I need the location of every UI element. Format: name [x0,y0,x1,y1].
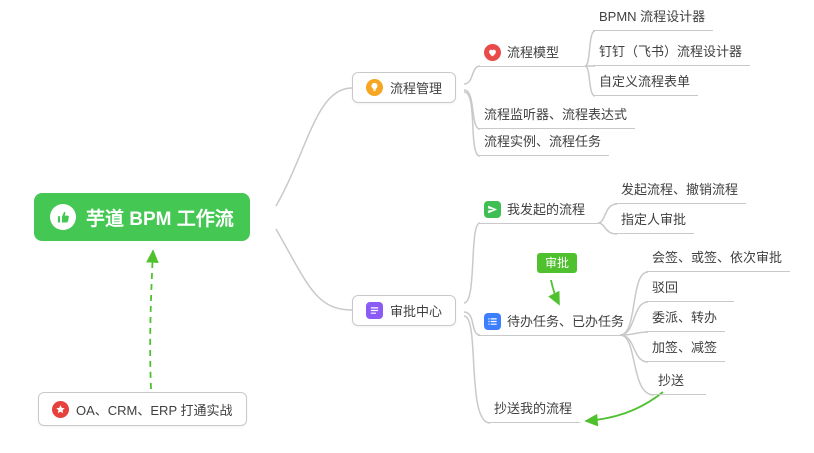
branch-process-management[interactable]: 流程管理 [352,72,457,103]
node-bpmn-designer[interactable]: BPMN 流程设计器 [593,7,714,31]
node-add-reduce-sign[interactable]: 加签、减签 [646,338,726,362]
node-reject[interactable]: 驳回 [646,278,734,302]
arrow-cc-to-cc-my-process [584,391,664,427]
connector-pm-model [463,65,481,85]
node-countersign[interactable]: 会签、或签、依次审批 [646,248,791,272]
node-label: 加签、减签 [652,340,718,355]
node-initiate-cancel[interactable]: 发起流程、撤销流程 [615,180,747,204]
approval-relationship-badge[interactable]: 审批 [537,253,578,273]
node-label: 抄送 [658,373,685,388]
node-label: 会签、或签、依次审批 [652,250,783,265]
node-label: 发起流程、撤销流程 [621,182,739,197]
node-label: 流程模型 [507,44,560,60]
node-delegate-transfer[interactable]: 委派、转办 [646,308,726,332]
node-todo-done-tasks[interactable]: 待办任务、已办任务 [478,311,624,336]
connector-tasks-addsign [619,334,649,363]
star-icon [52,400,69,418]
arrow-note-to-root [146,249,159,390]
branch-label: 审批中心 [390,304,443,319]
clipboard-icon [366,302,383,319]
node-process-model[interactable]: 流程模型 [478,42,585,67]
node-label: BPMN 流程设计器 [599,9,706,24]
node-label: 流程监听器、流程表达式 [484,107,628,122]
send-icon [484,201,501,218]
node-instance-task[interactable]: 流程实例、流程任务 [478,132,610,156]
node-label: 驳回 [652,280,679,295]
branch-label: 流程管理 [390,81,443,96]
thumbs-up-icon [50,204,76,230]
root-label: 芋道 BPM 工作流 [86,208,234,230]
node-label: 委派、转办 [652,310,718,325]
heart-icon [484,44,501,61]
node-my-initiated[interactable]: 我发起的流程 [478,199,598,224]
node-label: 钉钉（飞书）流程设计器 [599,44,743,59]
badge-label: 审批 [545,256,570,270]
note-label: OA、CRM、ERP 打通实战 [76,402,233,418]
connector-root-process-management [275,87,353,207]
connector-root-approval-center [275,228,353,311]
checklist-icon [484,313,501,330]
node-assignee-approval[interactable]: 指定人审批 [615,210,695,234]
branch-approval-center[interactable]: 审批中心 [352,295,457,326]
node-custom-form[interactable]: 自定义流程表单 [593,72,699,96]
node-cc-my-process[interactable]: 抄送我的流程 [488,399,581,423]
connector-tasks-reject [619,301,649,336]
node-label: 自定义流程表单 [599,74,691,89]
node-cc[interactable]: 抄送 [652,371,706,395]
floating-note-oa-crm-erp[interactable]: OA、CRM、ERP 打通实战 [38,392,247,426]
connector-tasks-delegate [619,331,649,336]
node-label: 我发起的流程 [507,201,586,217]
lightbulb-icon [366,79,383,96]
root-node[interactable]: 芋道 BPM 工作流 [34,193,250,241]
node-label: 抄送我的流程 [494,401,573,416]
node-label: 流程实例、流程任务 [484,134,602,149]
connector-ac-my-initiated [463,222,481,304]
node-label: 待办任务、已办任务 [507,313,625,329]
node-listener-expression[interactable]: 流程监听器、流程表达式 [478,105,636,129]
connector-tasks-countersign [619,271,649,336]
node-dingtalk-designer[interactable]: 钉钉（飞书）流程设计器 [593,42,751,66]
arrow-badge-to-tasks [548,279,560,306]
node-label: 指定人审批 [621,212,687,227]
